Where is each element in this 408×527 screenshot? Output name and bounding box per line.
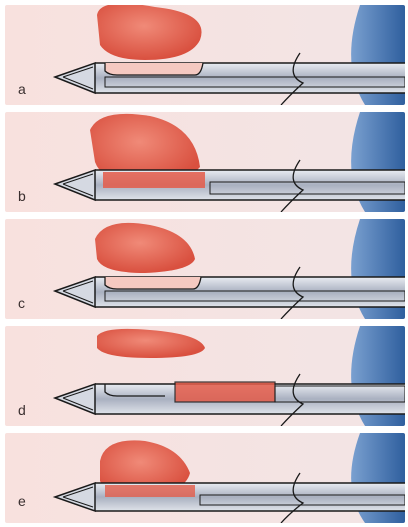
panel-label: a [18, 81, 26, 97]
cutter-cannula [104, 76, 405, 88]
prolapsed-tissue [103, 172, 205, 188]
prolapsed-tissue [105, 485, 195, 497]
panel-label: c [18, 295, 25, 311]
panel-c-illustration [5, 219, 405, 319]
panel-d-illustration [5, 326, 405, 426]
tissue-lesion [97, 5, 202, 60]
panel-a: a [5, 5, 405, 105]
side-aperture [104, 62, 204, 76]
tissue-lesion [95, 222, 195, 273]
cutter-cannula [104, 290, 405, 302]
panel-c: c [5, 219, 405, 319]
cutter-cannula [199, 494, 405, 506]
break-mark [280, 159, 305, 212]
break-mark [280, 373, 305, 426]
tissue-sample [174, 381, 276, 403]
panel-b: b [5, 112, 405, 212]
tissue-lesion [90, 113, 200, 184]
panel-label: d [18, 402, 26, 418]
panel-d: d [5, 326, 405, 426]
panel-a-illustration [5, 5, 405, 105]
break-mark [280, 472, 305, 523]
break-mark [280, 266, 305, 319]
panel-b-illustration [5, 112, 405, 212]
side-aperture [104, 276, 202, 290]
panel-label: b [18, 188, 26, 204]
cutter-cannula [274, 385, 405, 403]
panel-e-illustration [5, 433, 405, 523]
cutter-cannula [209, 181, 405, 195]
break-mark [280, 52, 305, 105]
panel-label: e [18, 493, 26, 509]
tissue-lesion [100, 440, 190, 495]
tissue-lesion [97, 328, 205, 358]
panel-e: e [5, 433, 405, 523]
side-aperture [104, 384, 165, 397]
